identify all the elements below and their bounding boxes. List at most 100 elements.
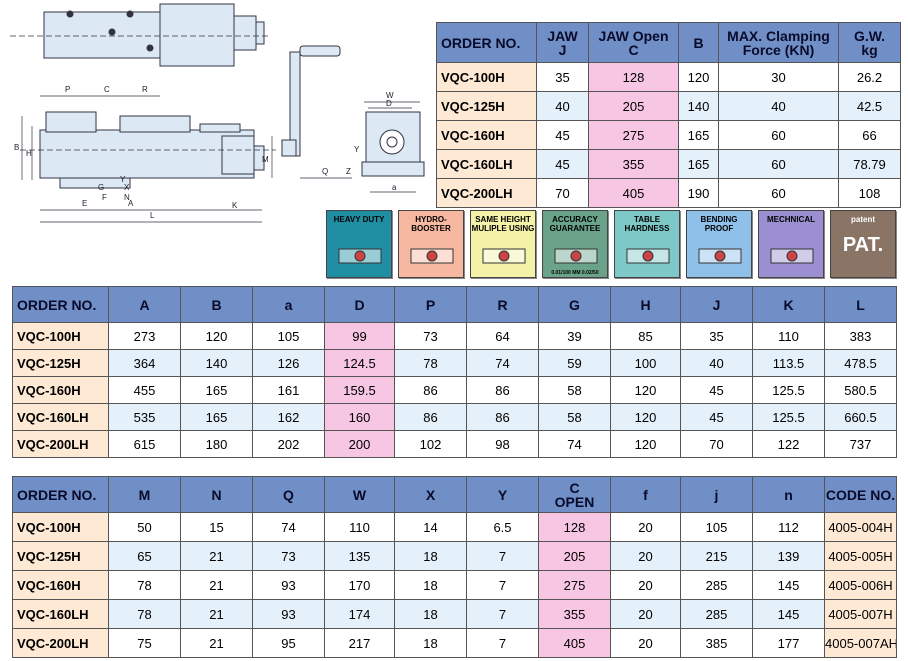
column-header: P [394,286,467,323]
table-cell: 58 [538,403,611,431]
table-cell: 580.5 [824,376,897,404]
svg-text:Y: Y [354,145,360,154]
table-cell: 65 [108,541,181,571]
table-cell: 4005-005H [824,541,897,571]
table-cell: 140 [180,349,253,377]
feature-label: SAME HEIGHT MULIPLE USING [471,215,535,233]
table-cell: 455 [108,376,181,404]
feature-illustration-icon [482,248,526,264]
table-cell: 275 [588,120,679,150]
order-no-cell: VQC-200LH [12,628,109,658]
order-no-cell: VQC-200LH [436,178,537,208]
table-cell: 385 [680,628,753,658]
feature-illustration-icon [338,248,382,264]
header-clamping-force: MAX. Clamping Force (KN) [718,22,839,63]
table-cell: 120 [610,376,681,404]
svg-text:E: E [82,199,87,208]
table-cell: 18 [394,541,467,571]
feature-badge: HYDRO- BOOSTER [398,210,464,278]
svg-text:G: G [98,183,104,192]
svg-text:A: A [128,199,134,208]
column-header: L [824,286,897,323]
table-cell: 174 [324,599,395,629]
table-cell: 45 [680,376,753,404]
table-cell: 110 [324,512,395,542]
table-cell: 660.5 [824,403,897,431]
column-header: B [180,286,253,323]
table-cell: 355 [588,149,679,179]
feature-illustration-icon [410,248,454,264]
table-cell: 93 [252,570,325,600]
dim-label: P [65,85,70,94]
table-cell: 86 [394,403,467,431]
feature-badge: MECHNICAL [758,210,824,278]
svg-text:H: H [26,149,32,158]
table-cell: 42.5 [838,91,901,121]
table-cell: 78 [108,599,181,629]
header-jaw: JAW J [536,22,589,63]
table-cell: 45 [536,149,589,179]
table-cell: 21 [180,628,253,658]
table-cell: 35 [536,62,589,92]
table-cell: 95 [252,628,325,658]
table-cell: 128 [538,512,611,542]
crank-handle [281,45,341,157]
column-header: a [252,286,325,323]
table-cell: 205 [588,91,679,121]
table-cell: 139 [752,541,825,571]
table-cell: 60 [718,178,839,208]
svg-text:F: F [102,193,107,202]
order-no-cell: VQC-160LH [436,149,537,179]
table-cell: 58 [538,376,611,404]
table-cell: 405 [538,628,611,658]
table-cell: 162 [252,403,325,431]
table-cell: 737 [824,430,897,458]
svg-text:M: M [262,155,269,164]
dimension-letters: P C R B H M G Y F N X E A L K Q W D a Z … [14,85,397,220]
table-cell: 125.5 [752,403,825,431]
column-header: f [610,476,681,513]
table-cell: 383 [824,322,897,350]
table-cell: 39 [538,322,611,350]
column-header: M [108,476,181,513]
table-cell: 364 [108,349,181,377]
table-cell: 140 [678,91,719,121]
table-cell: 73 [394,322,467,350]
table-cell: 30 [718,62,839,92]
table-cell: 190 [678,178,719,208]
table-cell: 122 [752,430,825,458]
end-view [361,111,425,177]
table-cell: 21 [180,599,253,629]
table-cell: 60 [718,149,839,179]
svg-text:L: L [150,211,155,220]
table-cell: 615 [108,430,181,458]
table-cell: 126 [252,349,325,377]
table-cell: 355 [538,599,611,629]
table-cell: 100 [610,349,681,377]
column-header: CODE NO. [824,476,897,513]
svg-text:K: K [232,201,238,210]
table-cell: 70 [680,430,753,458]
table-cell: 535 [108,403,181,431]
order-no-cell: VQC-160LH [12,403,109,431]
svg-text:D: D [386,99,392,108]
feature-label: HYDRO- BOOSTER [411,215,451,233]
table-cell: 20 [610,512,681,542]
table-cell: 113.5 [752,349,825,377]
table-cell: 135 [324,541,395,571]
order-no-cell: VQC-125H [12,349,109,377]
table-cell: 21 [180,541,253,571]
table-cell: 85 [610,322,681,350]
table-cell: 180 [180,430,253,458]
table-cell: 93 [252,599,325,629]
